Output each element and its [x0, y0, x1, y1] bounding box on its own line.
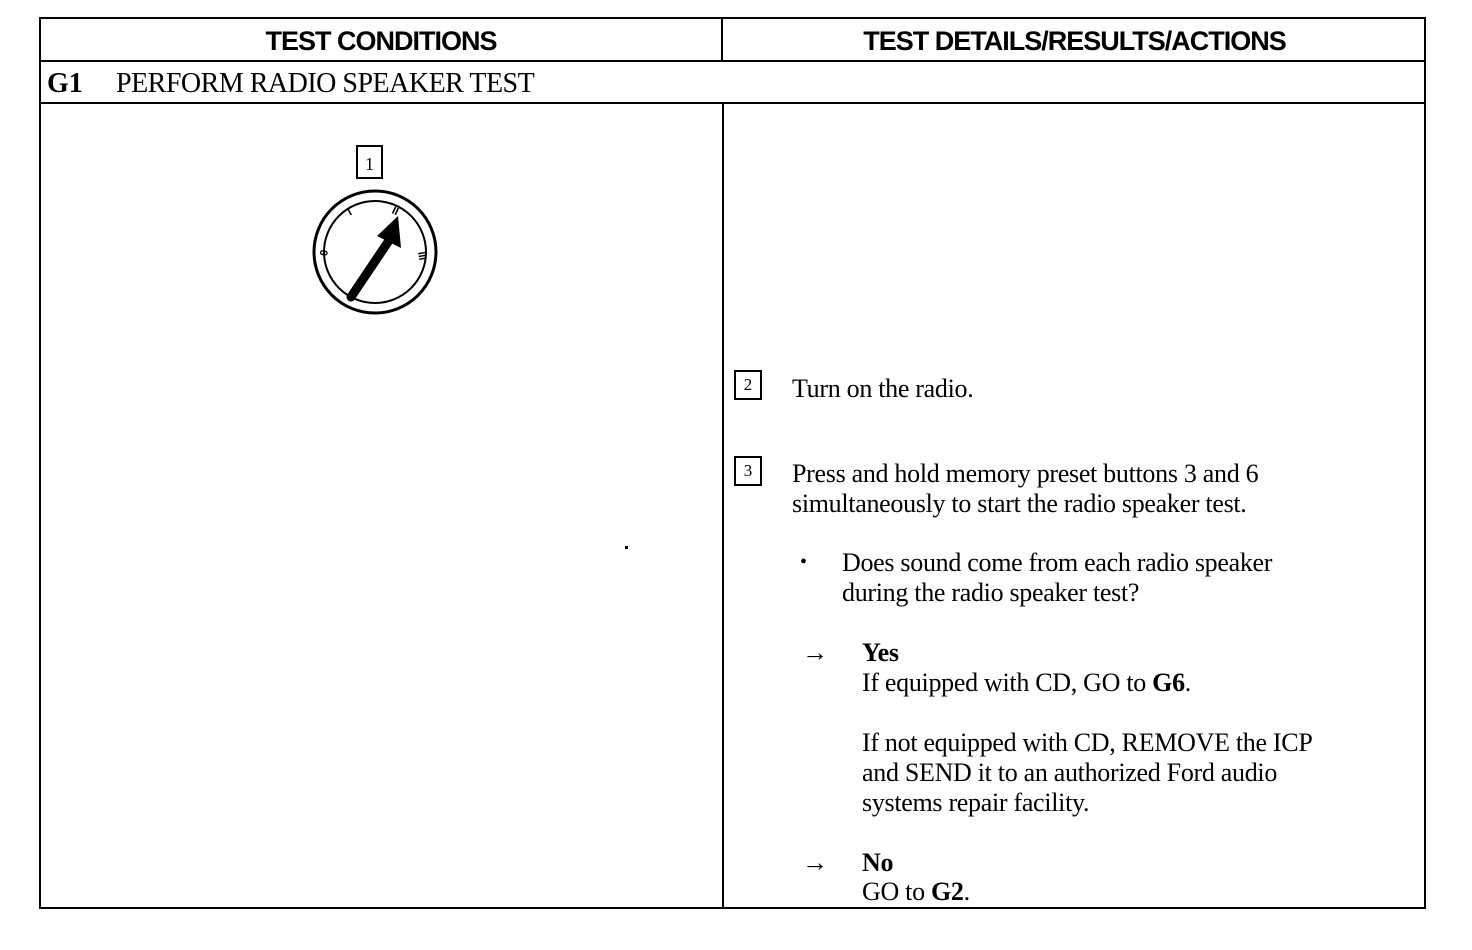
no-arrow-icon: →: [802, 848, 828, 877]
yes-line-4: systems repair facility.: [862, 788, 1090, 817]
switch-position-1: I: [346, 206, 355, 218]
column-divider-body: [722, 104, 724, 907]
step-3-line-2: simultaneously to start the radio speake…: [792, 489, 1247, 518]
step-3-box: 3: [734, 456, 762, 486]
question-line-1: Does sound come from each radio speaker: [842, 548, 1273, 577]
question-line-2: during the radio speaker test?: [842, 578, 1140, 607]
yes-label: Yes: [862, 638, 899, 667]
column-divider: [721, 19, 723, 60]
yes-line-2: If not equipped with CD, REMOVE the ICP: [862, 728, 1313, 757]
switch-position-3: III: [415, 251, 427, 261]
callout-number: 1: [365, 154, 374, 174]
header-test-details: TEST DETAILS/RESULTS/ACTIONS: [863, 26, 1287, 56]
no-label: No: [862, 848, 894, 877]
step-title: PERFORM RADIO SPEAKER TEST: [116, 68, 535, 99]
test-table: TEST CONDITIONS TEST DETAILS/RESULTS/ACT…: [39, 17, 1426, 909]
callout-box: [356, 145, 383, 179]
speck: [625, 546, 628, 549]
yes-arrow-icon: →: [802, 638, 828, 667]
question-bullet: •: [800, 551, 808, 573]
switch-position-0: 0: [318, 249, 331, 257]
switch-position-2: II: [390, 205, 401, 218]
yes-line-3: and SEND it to an authorized Ford audio: [862, 758, 1278, 787]
ignition-switch-icon: 1 0 I II III: [312, 145, 438, 315]
step-2-text: Turn on the radio.: [792, 374, 974, 403]
step-3-line-1: Press and hold memory preset buttons 3 a…: [792, 459, 1259, 488]
step-id: G1: [47, 68, 83, 99]
yes-goto-ref: G6: [1152, 668, 1185, 697]
ignition-switch-illustration: 1 0 I II III: [305, 144, 445, 324]
step-title-row: G1 PERFORM RADIO SPEAKER TEST: [41, 62, 1424, 104]
no-line-1: GO to G2.: [862, 877, 970, 906]
yes-line-1: If equipped with CD, GO to G6.: [862, 668, 1191, 697]
no-goto-ref: G2: [930, 877, 964, 906]
header-test-conditions: TEST CONDITIONS: [265, 26, 497, 56]
header-row: TEST CONDITIONS TEST DETAILS/RESULTS/ACT…: [41, 19, 1424, 62]
step-2-box: 2: [734, 370, 762, 400]
